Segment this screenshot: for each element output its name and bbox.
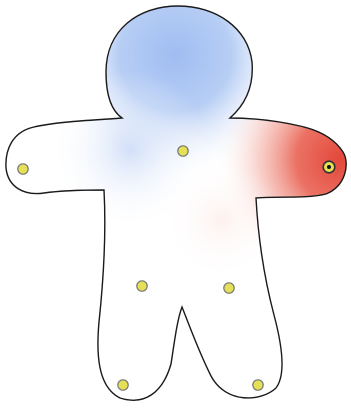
control-point-head-center[interactable] [178,146,188,156]
control-point-left-hip[interactable] [137,281,147,291]
selected-point-marker [327,165,331,169]
control-point-left-foot[interactable] [118,380,128,390]
control-point-left-hand[interactable] [18,164,28,174]
control-point-right-hip[interactable] [224,283,234,293]
control-point-right-foot[interactable] [253,380,263,390]
